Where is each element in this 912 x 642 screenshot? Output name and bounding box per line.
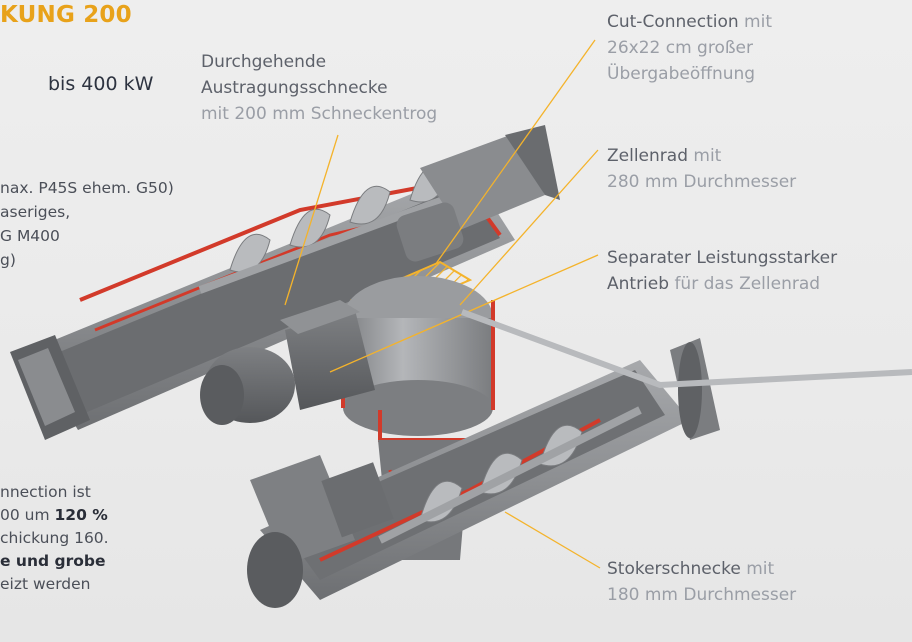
callout-zellenrad-suffix: mit: [687, 146, 722, 166]
callout-screw: Durchgehende Austragungsschnecke mit 200…: [201, 49, 437, 127]
callout-antrieb-suffix: für das Zellenrad: [669, 274, 821, 294]
spec-line: G M400: [0, 227, 60, 245]
discharge-screw-tube: [10, 125, 560, 440]
spec-line: g): [0, 251, 16, 269]
body-line: chickung 160.: [0, 529, 109, 547]
callout-stoker-line2: 180 mm Durchmesser: [607, 585, 797, 605]
body-text: nnection ist 00 um 120 % chickung 160. e…: [0, 481, 109, 596]
callout-cut-suffix: mit: [738, 12, 772, 32]
callout-stoker-title: Stokerschnecke: [607, 559, 741, 579]
callout-zellenrad-title: Zellenrad: [607, 146, 688, 166]
callout-stoker-suffix: mit: [740, 559, 775, 579]
detail-pointer: [460, 309, 912, 389]
spec-line: nax. P45S ehem. G50): [0, 179, 174, 197]
callout-antrieb: Separater Leistungsstarker Antrieb für d…: [607, 245, 837, 297]
body-line: eizt werden: [0, 575, 91, 593]
callout-cut-line2: 26x22 cm großer: [607, 38, 754, 58]
callout-stoker: Stokerschnecke mit 180 mm Durchmesser: [607, 556, 796, 608]
callout-zellenrad-line2: 280 mm Durchmesser: [607, 172, 797, 192]
callout-zellenrad: Zellenrad mit 280 mm Durchmesser: [607, 143, 796, 195]
callout-cut-title: Cut-Connection: [607, 12, 739, 32]
body-bold: e und grobe: [0, 552, 106, 570]
callout-cut-connection: Cut-Connection mit 26x22 cm großer Überg…: [607, 9, 772, 87]
body-line: 00 um: [0, 506, 55, 524]
spec-line: aseriges,: [0, 203, 71, 221]
callout-antrieb-title2: Antrieb: [607, 274, 670, 294]
callout-screw-title: Durchgehende: [201, 52, 327, 72]
page-title: KUNG 200: [0, 2, 132, 28]
callout-screw-desc: mit 200 mm Schneckentrog: [201, 104, 438, 124]
valve-drive-motor: [200, 300, 375, 425]
callout-cut-line3: Übergabeöffnung: [607, 64, 756, 84]
rotary-valve: [341, 276, 495, 442]
power-rating: bis 400 kW: [48, 73, 154, 95]
body-bold: 120 %: [54, 506, 108, 524]
stoker-screw-tube: [247, 338, 720, 608]
body-line: nnection ist: [0, 483, 91, 501]
callout-screw-title2: Austragungsschnecke: [201, 78, 388, 98]
callout-antrieb-title: Separater Leistungsstarker: [607, 248, 838, 268]
